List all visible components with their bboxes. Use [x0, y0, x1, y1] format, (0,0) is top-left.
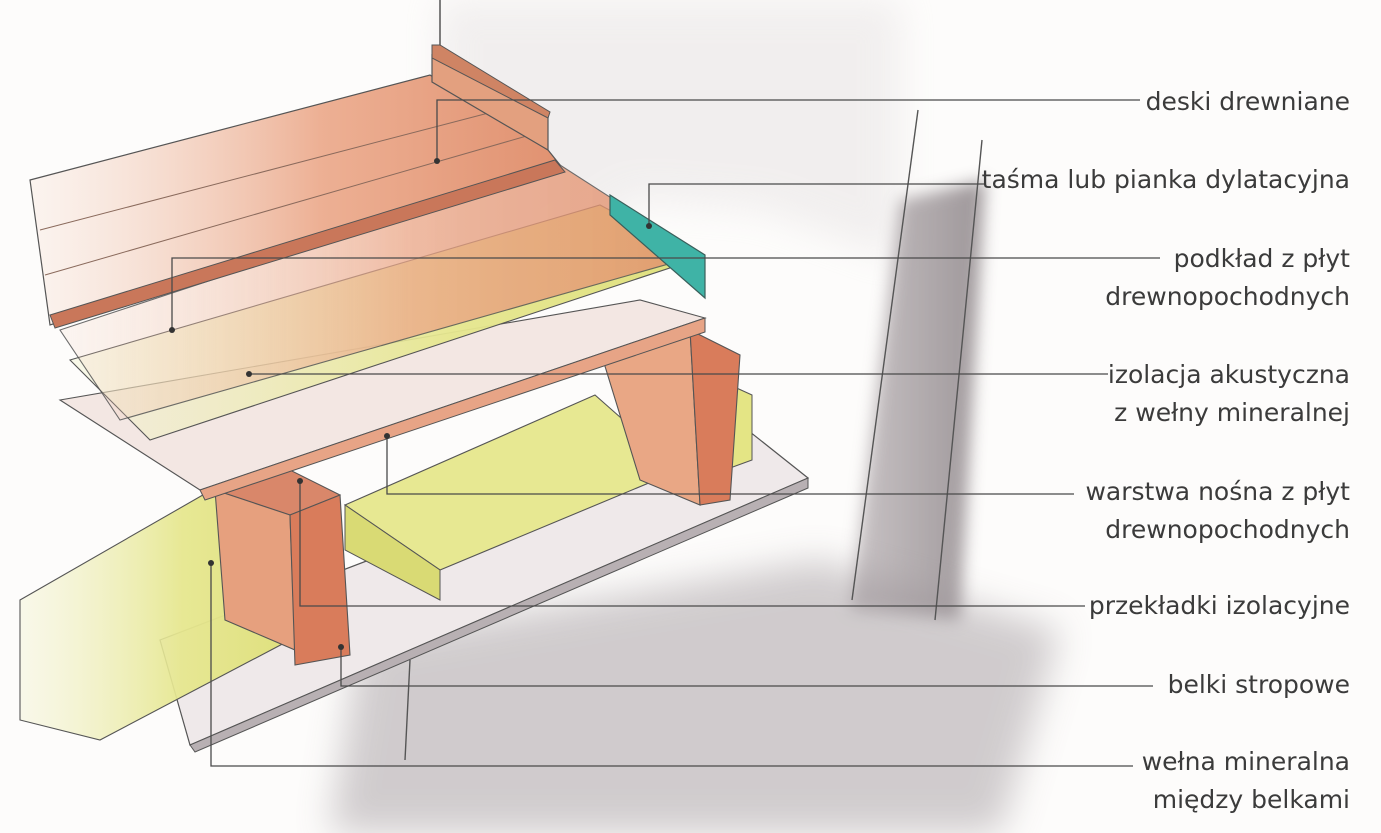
label-tape: taśma lub pianka dylatacyjna	[982, 161, 1350, 199]
label-boards-line-1: deski drewniane	[1145, 87, 1350, 116]
leader-spacers	[299, 481, 1085, 607]
top-boards	[29, 74, 562, 326]
label-structural-line-1: warstwa nośna z płyt	[1085, 477, 1350, 506]
joist-front-face	[289, 494, 351, 666]
dot-underlay	[169, 327, 175, 333]
dot-acoustic	[246, 371, 252, 377]
expansion-tape	[609, 193, 706, 300]
leader-lines	[171, 99, 1160, 767]
label-wool: wełna mineralna między belkami	[1142, 743, 1350, 819]
structural-board	[58, 299, 707, 501]
label-underlay-line-1: podkład z płyt	[1173, 244, 1350, 273]
lower-wall-edge	[404, 659, 411, 761]
pillar-edge-left	[851, 109, 919, 601]
board-strip	[49, 159, 566, 329]
wall-shadow-lower	[330, 560, 1060, 833]
dot-structural	[384, 433, 390, 439]
dot-tape	[646, 223, 652, 229]
label-structural-line-2: drewnopochodnych	[1105, 515, 1350, 544]
board-seam-2	[44, 134, 531, 276]
label-boards: deski drewniane	[1146, 83, 1350, 121]
label-joists-line-1: belki stropowe	[1167, 670, 1350, 699]
label-underlay-line-2: drewnopochodnych	[1105, 282, 1350, 311]
bottom-plate	[159, 419, 810, 753]
label-underlay: podkład z płyt drewnopochodnych	[1105, 240, 1350, 316]
dot-wool	[208, 560, 214, 566]
label-acoustic-line-1: izolacja akustyczna	[1107, 360, 1350, 389]
label-structural: warstwa nośna z płyt drewnopochodnych	[1085, 473, 1350, 549]
leader-tape	[648, 183, 986, 226]
leader-boards	[436, 99, 1140, 161]
label-tape-line-1: taśma lub pianka dylatacyjna	[981, 165, 1350, 194]
dot-spacers	[297, 478, 303, 484]
label-wool-line-2: między belkami	[1152, 785, 1350, 814]
label-acoustic-line-2: z wełny mineralnej	[1114, 398, 1350, 427]
board-seam-1	[39, 109, 501, 231]
pillar-edge-right	[934, 139, 983, 621]
leader-dots	[169, 158, 652, 650]
wool-middle-front	[344, 504, 441, 601]
structural-board-edge	[199, 317, 706, 501]
label-joists: belki stropowe	[1168, 666, 1350, 704]
leader-structural	[386, 436, 1074, 495]
label-spacers: przekładki izolacyjne	[1089, 587, 1350, 625]
bottom-plate-edge	[189, 477, 809, 753]
dot-boards	[434, 158, 440, 164]
dot-joists	[338, 644, 344, 650]
leader-wool	[210, 563, 1133, 767]
label-wool-line-1: wełna mineralna	[1141, 747, 1350, 776]
floor-boards	[29, 44, 702, 421]
leader-joists	[340, 647, 1153, 687]
label-acoustic: izolacja akustyczna z wełny mineralnej	[1108, 356, 1350, 432]
wall-pillar	[850, 180, 985, 620]
label-spacers-line-1: przekładki izolacyjne	[1088, 591, 1350, 620]
leader-underlay	[171, 257, 1160, 330]
